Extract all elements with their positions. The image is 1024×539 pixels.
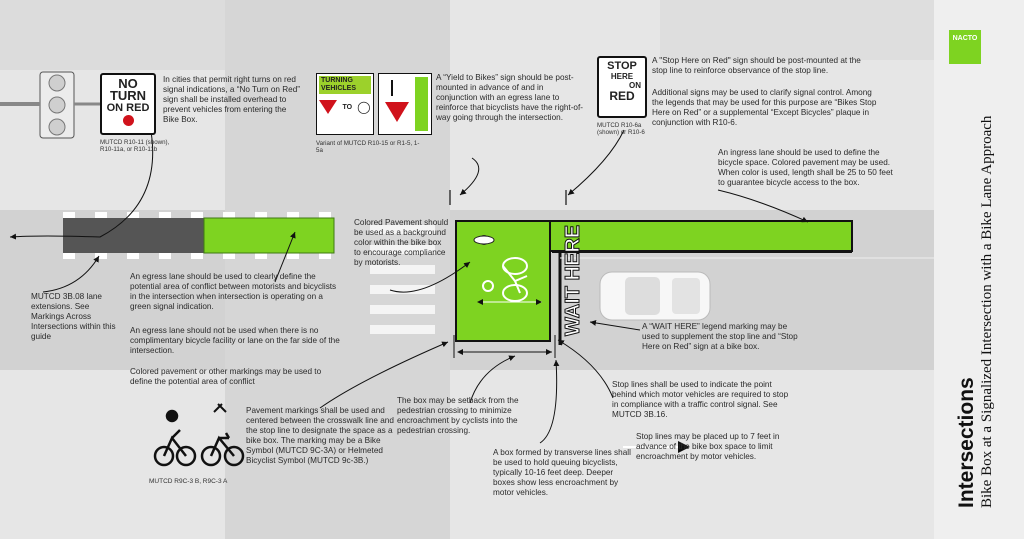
lane-extension-asphalt [63,218,204,253]
red-circle-icon [122,115,134,126]
note-stop-here-2: Additional signs may be used to clarify … [652,88,877,127]
stop-caption: MUTCD R10-6a (shown) or R10-6 [597,122,645,137]
stop-line3: ON [629,81,641,90]
note-pavement-markings: Pavement markings shall be used and cent… [246,406,394,465]
note-stop-lines-1: Stop lines shall be used to indicate the… [612,380,789,419]
turning-to: TO [342,103,353,111]
traffic-signal [0,71,100,139]
green-lane-icon [415,77,428,131]
note-egress-2: An egress lane should not be used when t… [130,326,340,355]
nacto-logo: NACTO [949,30,981,64]
turning-caption: Variant of MUTCD R10-15 or R1-5, 1-5a [316,140,420,155]
egress-lane-green [203,217,335,254]
yield-to-bikes-sign [378,73,432,135]
no-turn-line2: TURN [109,88,147,103]
title-sub: Bike Box at a Signalized Intersection wi… [979,115,995,508]
car [599,271,711,321]
note-no-turn: In cities that permit right turns on red… [163,75,300,124]
stop-line1: STOP [607,60,637,72]
turning-line1: TURNING [321,77,353,84]
note-egress-1: An egress lane should be used to clearly… [130,272,337,311]
no-turn-line1: NO [118,76,138,91]
arrow-icon [391,80,393,96]
stop-here-on-red-sign: STOP HERE ON RED [597,56,647,118]
no-turn-caption: MUTCD R10-11 (shown), R10-11a, or R10-11… [100,139,170,154]
stop-line2: HERE [610,72,634,81]
wait-here-marking: WAIT HERE [562,224,585,336]
yield-arrow-icon [385,102,409,122]
bicycle-icon: ◯ [357,100,371,114]
yield-triangle-icon [319,100,338,114]
bike-symbol-caption: MUTCD R9C-3 B, R9C-3 A [149,478,228,485]
note-box-depth: A box formed by transverse lines shall b… [493,448,631,497]
note-stop-here-1: A "Stop Here on Red" sign should be post… [652,56,861,75]
note-wait-here: A “WAIT HERE” legend marking may be used… [642,322,798,351]
note-yield: A “Yield to Bikes” sign should be post-m… [436,73,583,122]
turning-vehicles-yield-sign: TURNING VEHICLES TO ◯ [316,73,374,135]
note-mutcd-3b08: MUTCD 3B.08 lane extensions. See Marking… [31,292,116,341]
note-ingress: An ingress lane should be used to define… [718,148,893,187]
building-block-left [0,0,240,70]
building-block-right [660,0,934,60]
no-turn-on-red-sign: NO TURN ON RED [100,73,156,135]
bicycle-symbols [153,403,245,467]
title-main: Intersections [955,377,978,508]
note-egress-3: Colored pavement or other markings may b… [130,367,322,386]
crosswalk-vertical [370,225,435,334]
nacto-logo-text: NACTO [952,35,978,42]
turning-line2: VEHICLES [321,85,357,92]
note-stop-lines-2: Stop lines may be placed up to 7 feet in… [636,432,780,461]
no-turn-line3: ON RED [106,102,150,114]
note-colored-pavement: Colored Pavement should be used as a bac… [354,218,449,267]
stop-line4: RED [609,89,635,103]
title-panel: NACTO Intersections Bike Box at a Signal… [934,0,1024,539]
crosswalk-left [63,212,331,259]
note-setback: The box may be setback from the pedestri… [397,396,519,435]
